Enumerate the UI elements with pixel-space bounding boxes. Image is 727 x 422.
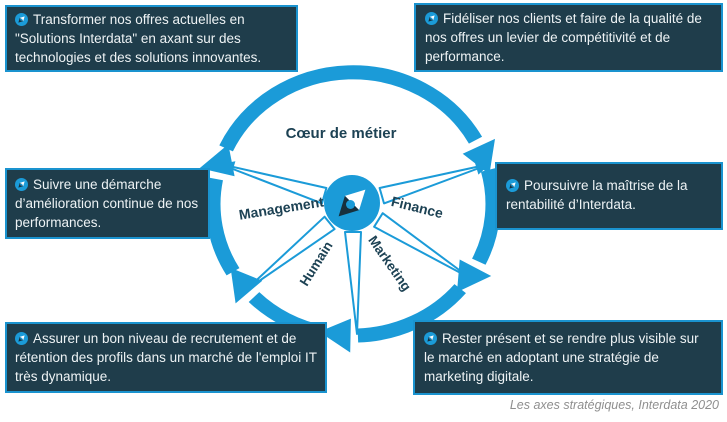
caption: Les axes stratégiques, Interdata 2020 xyxy=(509,398,719,412)
objective-card-middle-right: Poursuivre la maîtrise de la rentabilité… xyxy=(495,162,723,230)
spoke-arrows xyxy=(219,163,491,335)
ring-arrowhead-icon xyxy=(462,138,495,175)
ring-arc-top xyxy=(219,65,483,152)
objective-text: Assurer un bon niveau de recrutement et … xyxy=(15,331,317,384)
spoke-arrow-upper-right xyxy=(378,163,491,205)
sector-label-finance: Finance xyxy=(390,193,445,221)
spoke-arrow-lower-right xyxy=(373,212,471,279)
objective-card-bottom-left: Assurer un bon niveau de recrutement et … xyxy=(5,322,327,393)
compass-icon xyxy=(15,178,28,191)
ring-arc-left xyxy=(205,177,240,276)
compass-icon xyxy=(425,12,438,25)
objective-card-top-left: Transformer nos offres actuelles en "Sol… xyxy=(5,5,298,72)
sector-label-coeur-de-metier: Cœur de métier xyxy=(286,125,397,142)
sector-label-management: Management xyxy=(238,193,325,222)
ring-arrowhead-icon xyxy=(319,318,351,353)
compass-icon xyxy=(424,332,437,345)
compass-icon xyxy=(15,13,28,26)
compass-icon xyxy=(15,332,28,345)
ring-arc-right xyxy=(471,168,501,265)
hub-compass-icon xyxy=(324,175,380,231)
spoke-arrow-lower-left xyxy=(245,215,336,291)
spoke-arrow-down xyxy=(344,231,362,335)
objective-card-top-right: Fidéliser nos clients et faire de la qua… xyxy=(414,3,723,72)
objective-text: Rester présent et se rendre plus visible… xyxy=(424,331,699,384)
objective-text: Suivre une démarche d’amélioration conti… xyxy=(15,177,199,230)
compass-icon xyxy=(506,179,519,192)
ring-arrowhead-icon xyxy=(457,259,492,293)
objective-text: Fidéliser nos clients et faire de la qua… xyxy=(425,11,702,64)
spoke-arrow-upper-left xyxy=(219,163,328,205)
ring-arrowhead-icon xyxy=(230,267,263,304)
objective-text: Transformer nos offres actuelles en "Sol… xyxy=(15,12,262,65)
objective-card-middle-left: Suivre une démarche d’amélioration conti… xyxy=(5,168,210,239)
objective-card-bottom-right: Rester présent et se rendre plus visible… xyxy=(413,320,723,395)
objective-text: Poursuivre la maîtrise de la rentabilité… xyxy=(506,178,688,212)
